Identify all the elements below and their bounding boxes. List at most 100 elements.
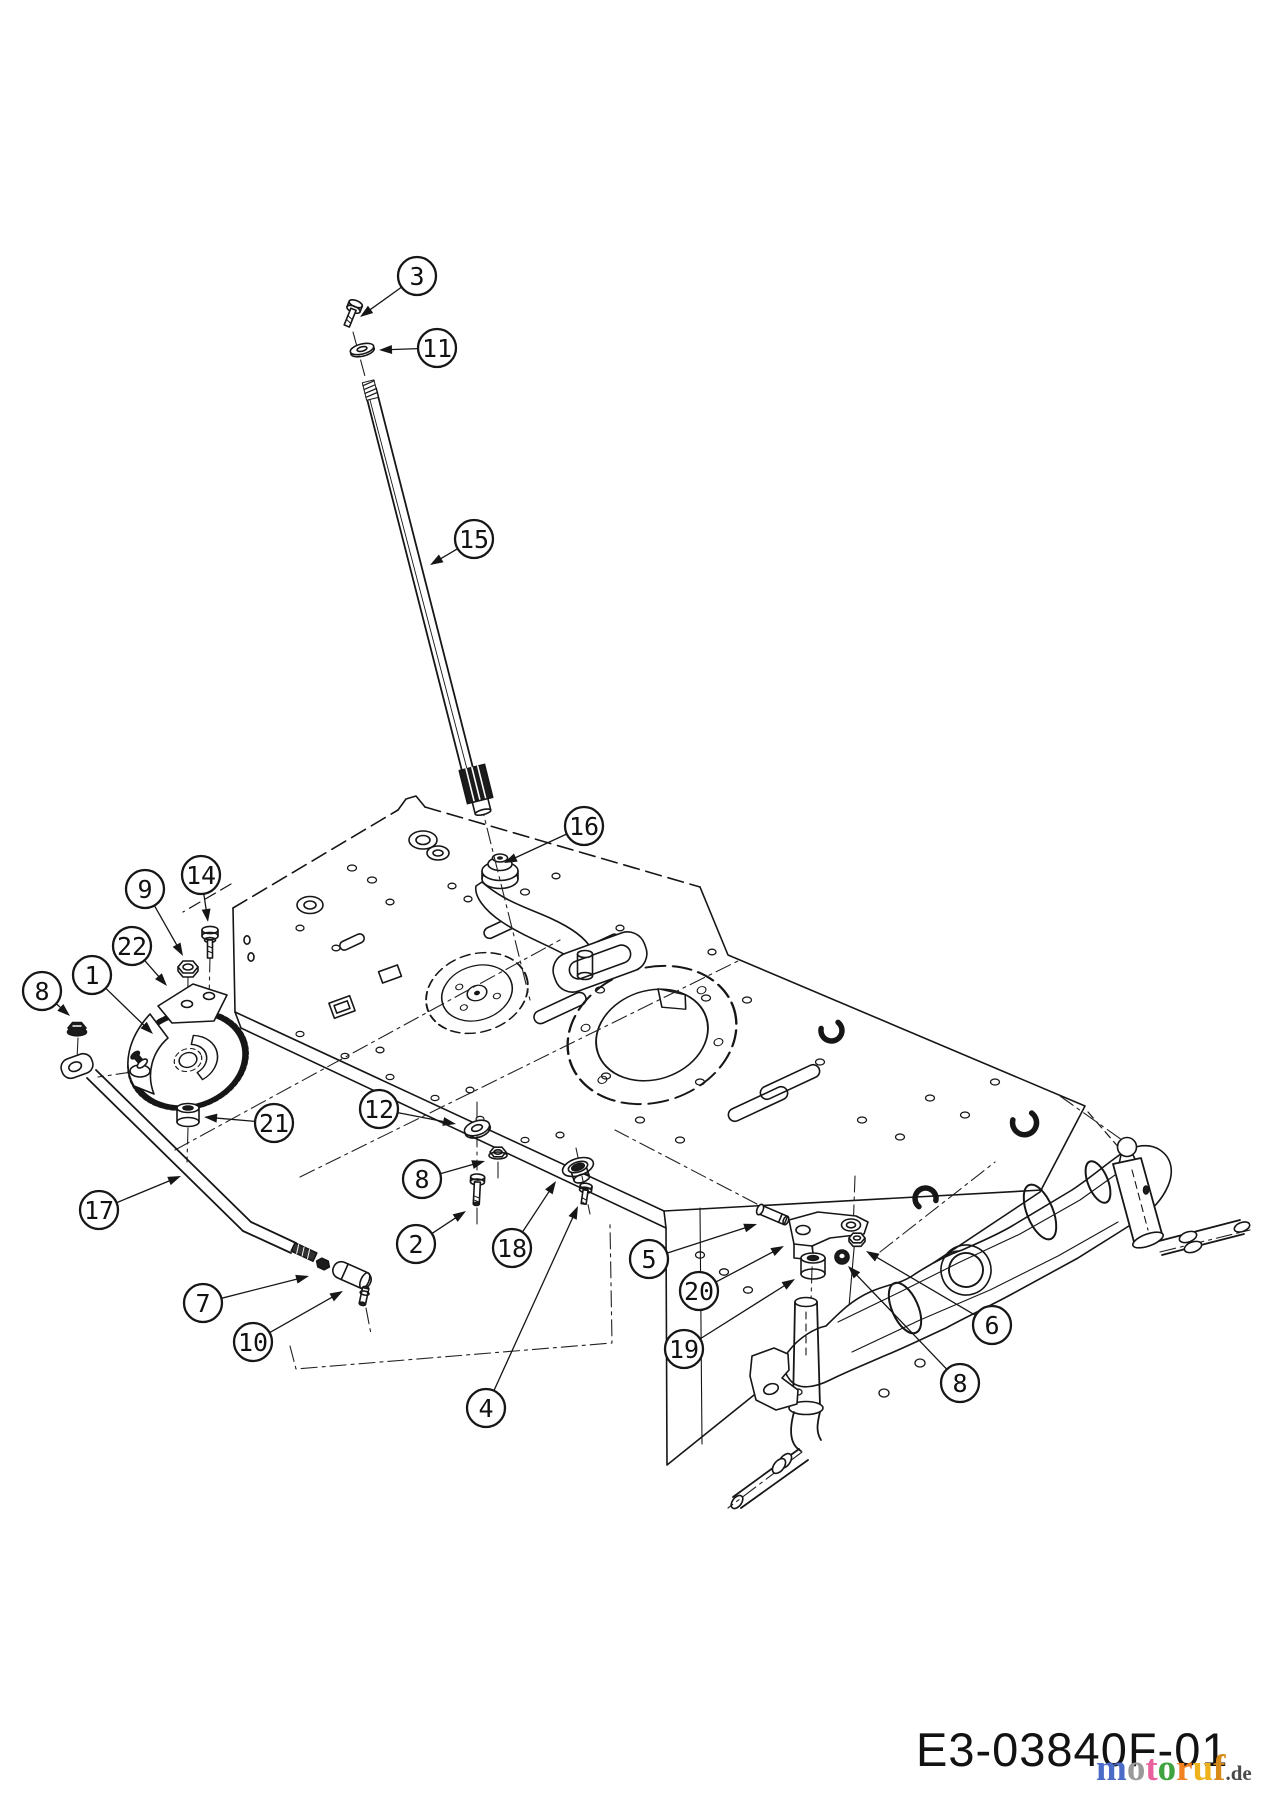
svg-text:1: 1 xyxy=(84,961,99,990)
watermark-letter: m xyxy=(1096,1748,1127,1789)
shaft-bolt xyxy=(343,298,364,328)
callout-8: 8 xyxy=(401,1158,485,1200)
leader-arrow-icon xyxy=(430,554,444,565)
callout-22: 22 xyxy=(111,925,167,986)
callout-1: 1 xyxy=(71,954,153,1034)
shoulder-bolt-14 xyxy=(201,925,219,959)
leader-arrow-icon xyxy=(329,1291,343,1302)
watermark-letter: t xyxy=(1145,1748,1158,1789)
leader-arrow-icon xyxy=(295,1274,309,1284)
svg-text:21: 21 xyxy=(259,1109,289,1138)
washer-12 xyxy=(463,1119,492,1139)
leader-arrow-icon xyxy=(452,1211,466,1222)
spindle-bracket xyxy=(749,1347,799,1411)
steering-support-dish xyxy=(425,951,529,1035)
drawing-number: E3-03840F-01 xyxy=(916,1723,1229,1776)
leader-arrow-icon xyxy=(57,1003,70,1016)
left-spindle xyxy=(730,1296,824,1510)
svg-text:5: 5 xyxy=(641,1245,656,1274)
leader-arrow-icon xyxy=(545,1181,556,1195)
callout-4: 4 xyxy=(465,1206,578,1429)
svg-text:8: 8 xyxy=(952,1369,967,1398)
ball-joint-stud xyxy=(358,1285,370,1307)
watermark-letter: u xyxy=(1192,1748,1214,1789)
leader-arrow-icon xyxy=(172,942,183,956)
shaft-coupler xyxy=(458,763,494,817)
svg-text:9: 9 xyxy=(137,875,152,904)
leader-arrow-icon xyxy=(848,1266,861,1279)
callout-7: 7 xyxy=(182,1274,309,1324)
leader-arrow-icon xyxy=(167,1176,181,1186)
leader-arrow-icon xyxy=(442,1117,456,1126)
callout-14: 14 xyxy=(180,854,222,922)
leader-arrow-icon xyxy=(743,1223,757,1233)
svg-text:14: 14 xyxy=(186,861,216,890)
gear-stud xyxy=(130,1050,149,1069)
leader-arrow-icon xyxy=(568,1206,578,1220)
leader-arrow-icon xyxy=(379,345,393,355)
axle-beam xyxy=(782,1144,1173,1388)
clevis-pin-5 xyxy=(755,1203,790,1226)
leader-arrow-icon xyxy=(140,1021,153,1034)
callout-19: 19 xyxy=(663,1279,795,1370)
leader-arrow-icon xyxy=(360,305,374,317)
callout-2: 2 xyxy=(395,1211,466,1265)
svg-text:11: 11 xyxy=(422,334,452,363)
leader-arrow-icon xyxy=(204,1113,218,1123)
hex-nut-9 xyxy=(177,960,199,978)
callout-8: 8 xyxy=(21,970,70,1016)
svg-text:18: 18 xyxy=(497,1234,527,1263)
drag-link xyxy=(60,1052,372,1307)
flange-bushing-21 xyxy=(176,1102,200,1128)
right-spindle xyxy=(1112,1136,1251,1256)
watermark-letter: o xyxy=(1126,1748,1146,1789)
callout-5: 5 xyxy=(628,1223,757,1280)
watermark-letter: f xyxy=(1213,1748,1226,1789)
svg-text:8: 8 xyxy=(34,977,49,1006)
watermark-letter: o xyxy=(1157,1748,1177,1789)
flange-nut-8a xyxy=(66,1021,88,1037)
callout-6: 6 xyxy=(866,1251,1013,1346)
leader-arrow-icon xyxy=(770,1246,784,1257)
svg-text:7: 7 xyxy=(195,1289,210,1318)
axle-pivot-hub xyxy=(940,1244,992,1296)
svg-text:20: 20 xyxy=(684,1277,714,1306)
callout-12: 12 xyxy=(358,1088,456,1130)
svg-text:2: 2 xyxy=(408,1230,423,1259)
flange-nut-8b xyxy=(488,1146,508,1160)
leader-arrow-icon xyxy=(504,853,518,863)
svg-text:17: 17 xyxy=(84,1196,114,1225)
leader-arrow-icon xyxy=(155,973,167,986)
ball-joint xyxy=(315,1257,372,1307)
svg-text:3: 3 xyxy=(409,262,424,291)
svg-text:6: 6 xyxy=(984,1311,999,1340)
svg-text:12: 12 xyxy=(364,1095,394,1124)
shoulder-bolt-2 xyxy=(469,1173,486,1207)
steering-bearing xyxy=(481,853,519,890)
svg-text:22: 22 xyxy=(117,932,147,961)
callout-9: 9 xyxy=(124,868,183,956)
frame-chassis xyxy=(182,795,1141,1466)
washer-8c xyxy=(834,1249,850,1265)
leader-arrow-icon xyxy=(781,1279,795,1290)
svg-text:15: 15 xyxy=(459,525,489,554)
adjustment-plate xyxy=(157,983,228,1024)
leader-arrow-icon xyxy=(866,1251,880,1262)
watermark-logo: motoruf.de xyxy=(1096,1750,1252,1787)
threaded-end xyxy=(290,1242,318,1262)
bushing-19 xyxy=(800,1252,826,1280)
svg-text:10: 10 xyxy=(238,1328,268,1357)
leader-arrow-icon xyxy=(201,908,211,922)
callout-11: 11 xyxy=(379,327,458,369)
callout-10: 10 xyxy=(232,1291,343,1363)
steering-arm xyxy=(788,1211,869,1261)
watermark-site-letters: motoruf xyxy=(1096,1748,1226,1789)
callout-8: 8 xyxy=(848,1266,981,1404)
svg-text:16: 16 xyxy=(569,812,599,841)
flange-bushing-18 xyxy=(561,1156,595,1184)
callout-21: 21 xyxy=(204,1102,295,1144)
leader-arrow-icon xyxy=(471,1160,485,1169)
pulley-boss xyxy=(296,830,450,915)
